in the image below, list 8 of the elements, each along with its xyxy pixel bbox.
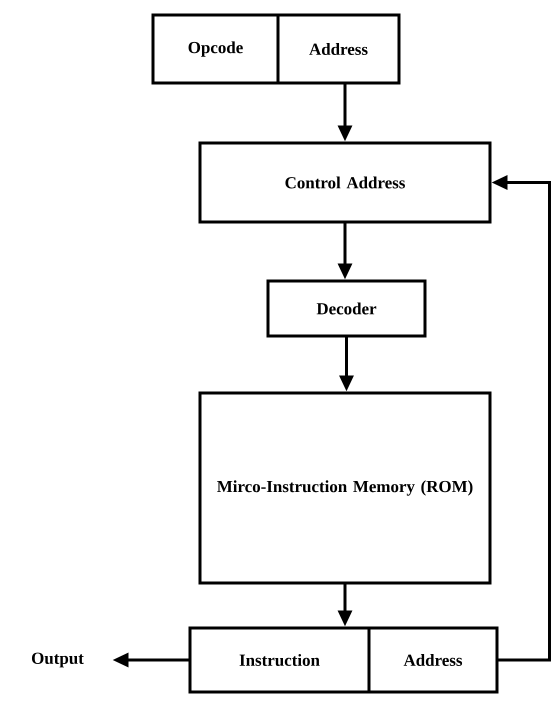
process-box: Control Address (198, 142, 492, 224)
process-box: Decoder (266, 280, 426, 338)
register-field: Instruction (188, 626, 370, 694)
output-label: Output (32, 652, 84, 668)
register-field: Address (276, 14, 400, 84)
register-field: Opcode (152, 14, 280, 84)
memory-box: Mirco-Instruction Memory (ROM) (198, 392, 492, 584)
register-field: Address (368, 626, 498, 694)
